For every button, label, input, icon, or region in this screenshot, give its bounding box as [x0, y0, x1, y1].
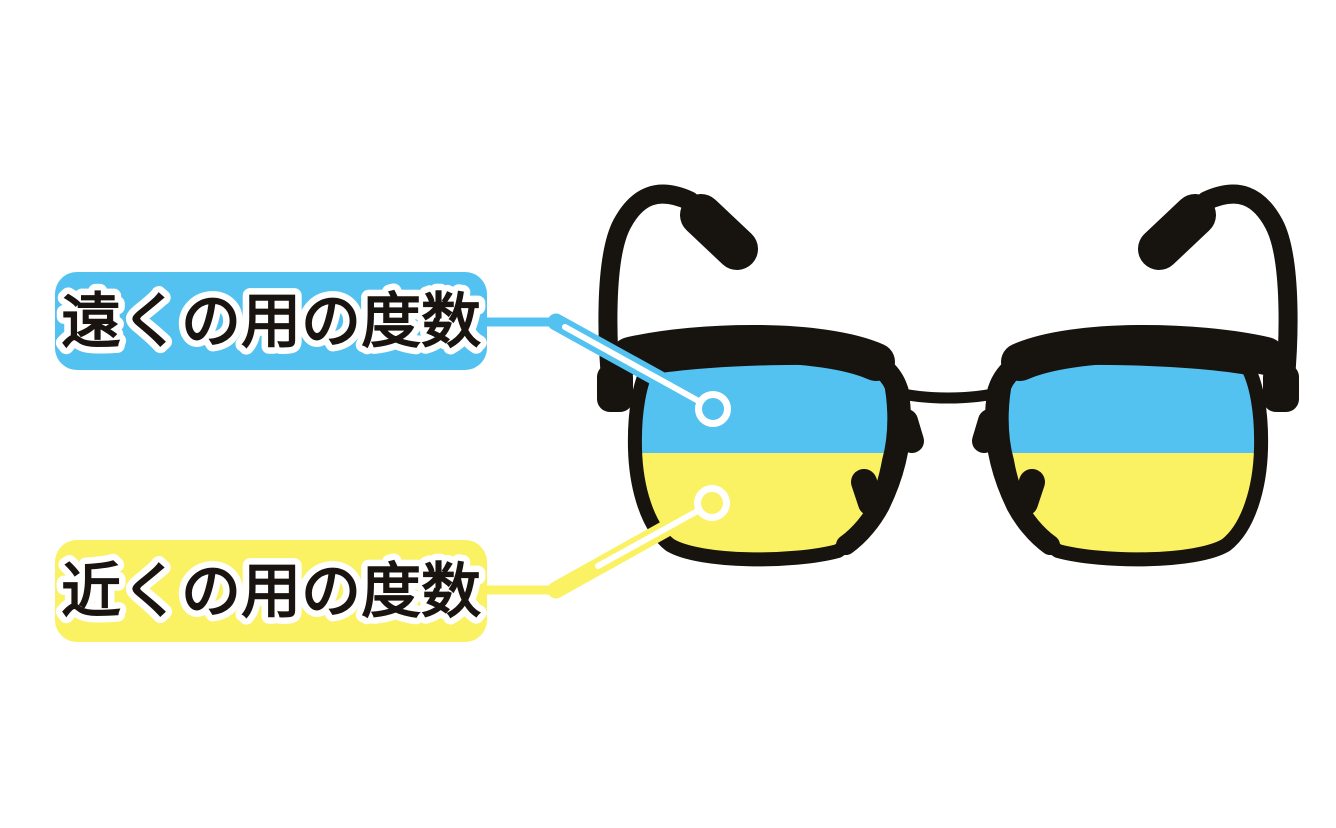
left-temple-tip — [680, 194, 758, 270]
right-temple-arm — [1196, 184, 1298, 410]
near-label: 近くの用の度数 — [55, 540, 488, 642]
distance-label-text: 遠くの用の度数 — [61, 287, 481, 357]
right-brow-bar — [1001, 325, 1285, 381]
distance-marker-ring — [695, 391, 731, 427]
right-nose-pad — [972, 409, 1002, 453]
left-frame — [597, 184, 924, 555]
left-nose-pad — [894, 409, 924, 453]
distance-leader-core — [562, 324, 716, 412]
near-leader-core — [595, 500, 715, 569]
distance-callout — [480, 313, 731, 427]
near-marker-ring — [694, 485, 730, 521]
near-label-text: 近くの用の度数 — [61, 557, 481, 627]
left-lens-distance-zone — [634, 357, 895, 453]
left-brow-bar — [611, 325, 895, 381]
right-temple-tip — [1138, 194, 1216, 270]
bridge — [888, 386, 1008, 404]
right-lens-and-frame — [972, 184, 1299, 567]
left-nose-pad-lower — [851, 469, 884, 516]
right-lens-distance-zone — [1001, 357, 1262, 453]
near-callout — [480, 485, 730, 599]
left-hinge — [597, 364, 633, 412]
right-nose-pad-lower — [1012, 469, 1045, 516]
right-hinge — [1263, 364, 1299, 412]
distance-label-box — [55, 272, 487, 370]
near-label-box — [55, 540, 487, 642]
distance-label: 遠くの用の度数 — [55, 272, 488, 370]
